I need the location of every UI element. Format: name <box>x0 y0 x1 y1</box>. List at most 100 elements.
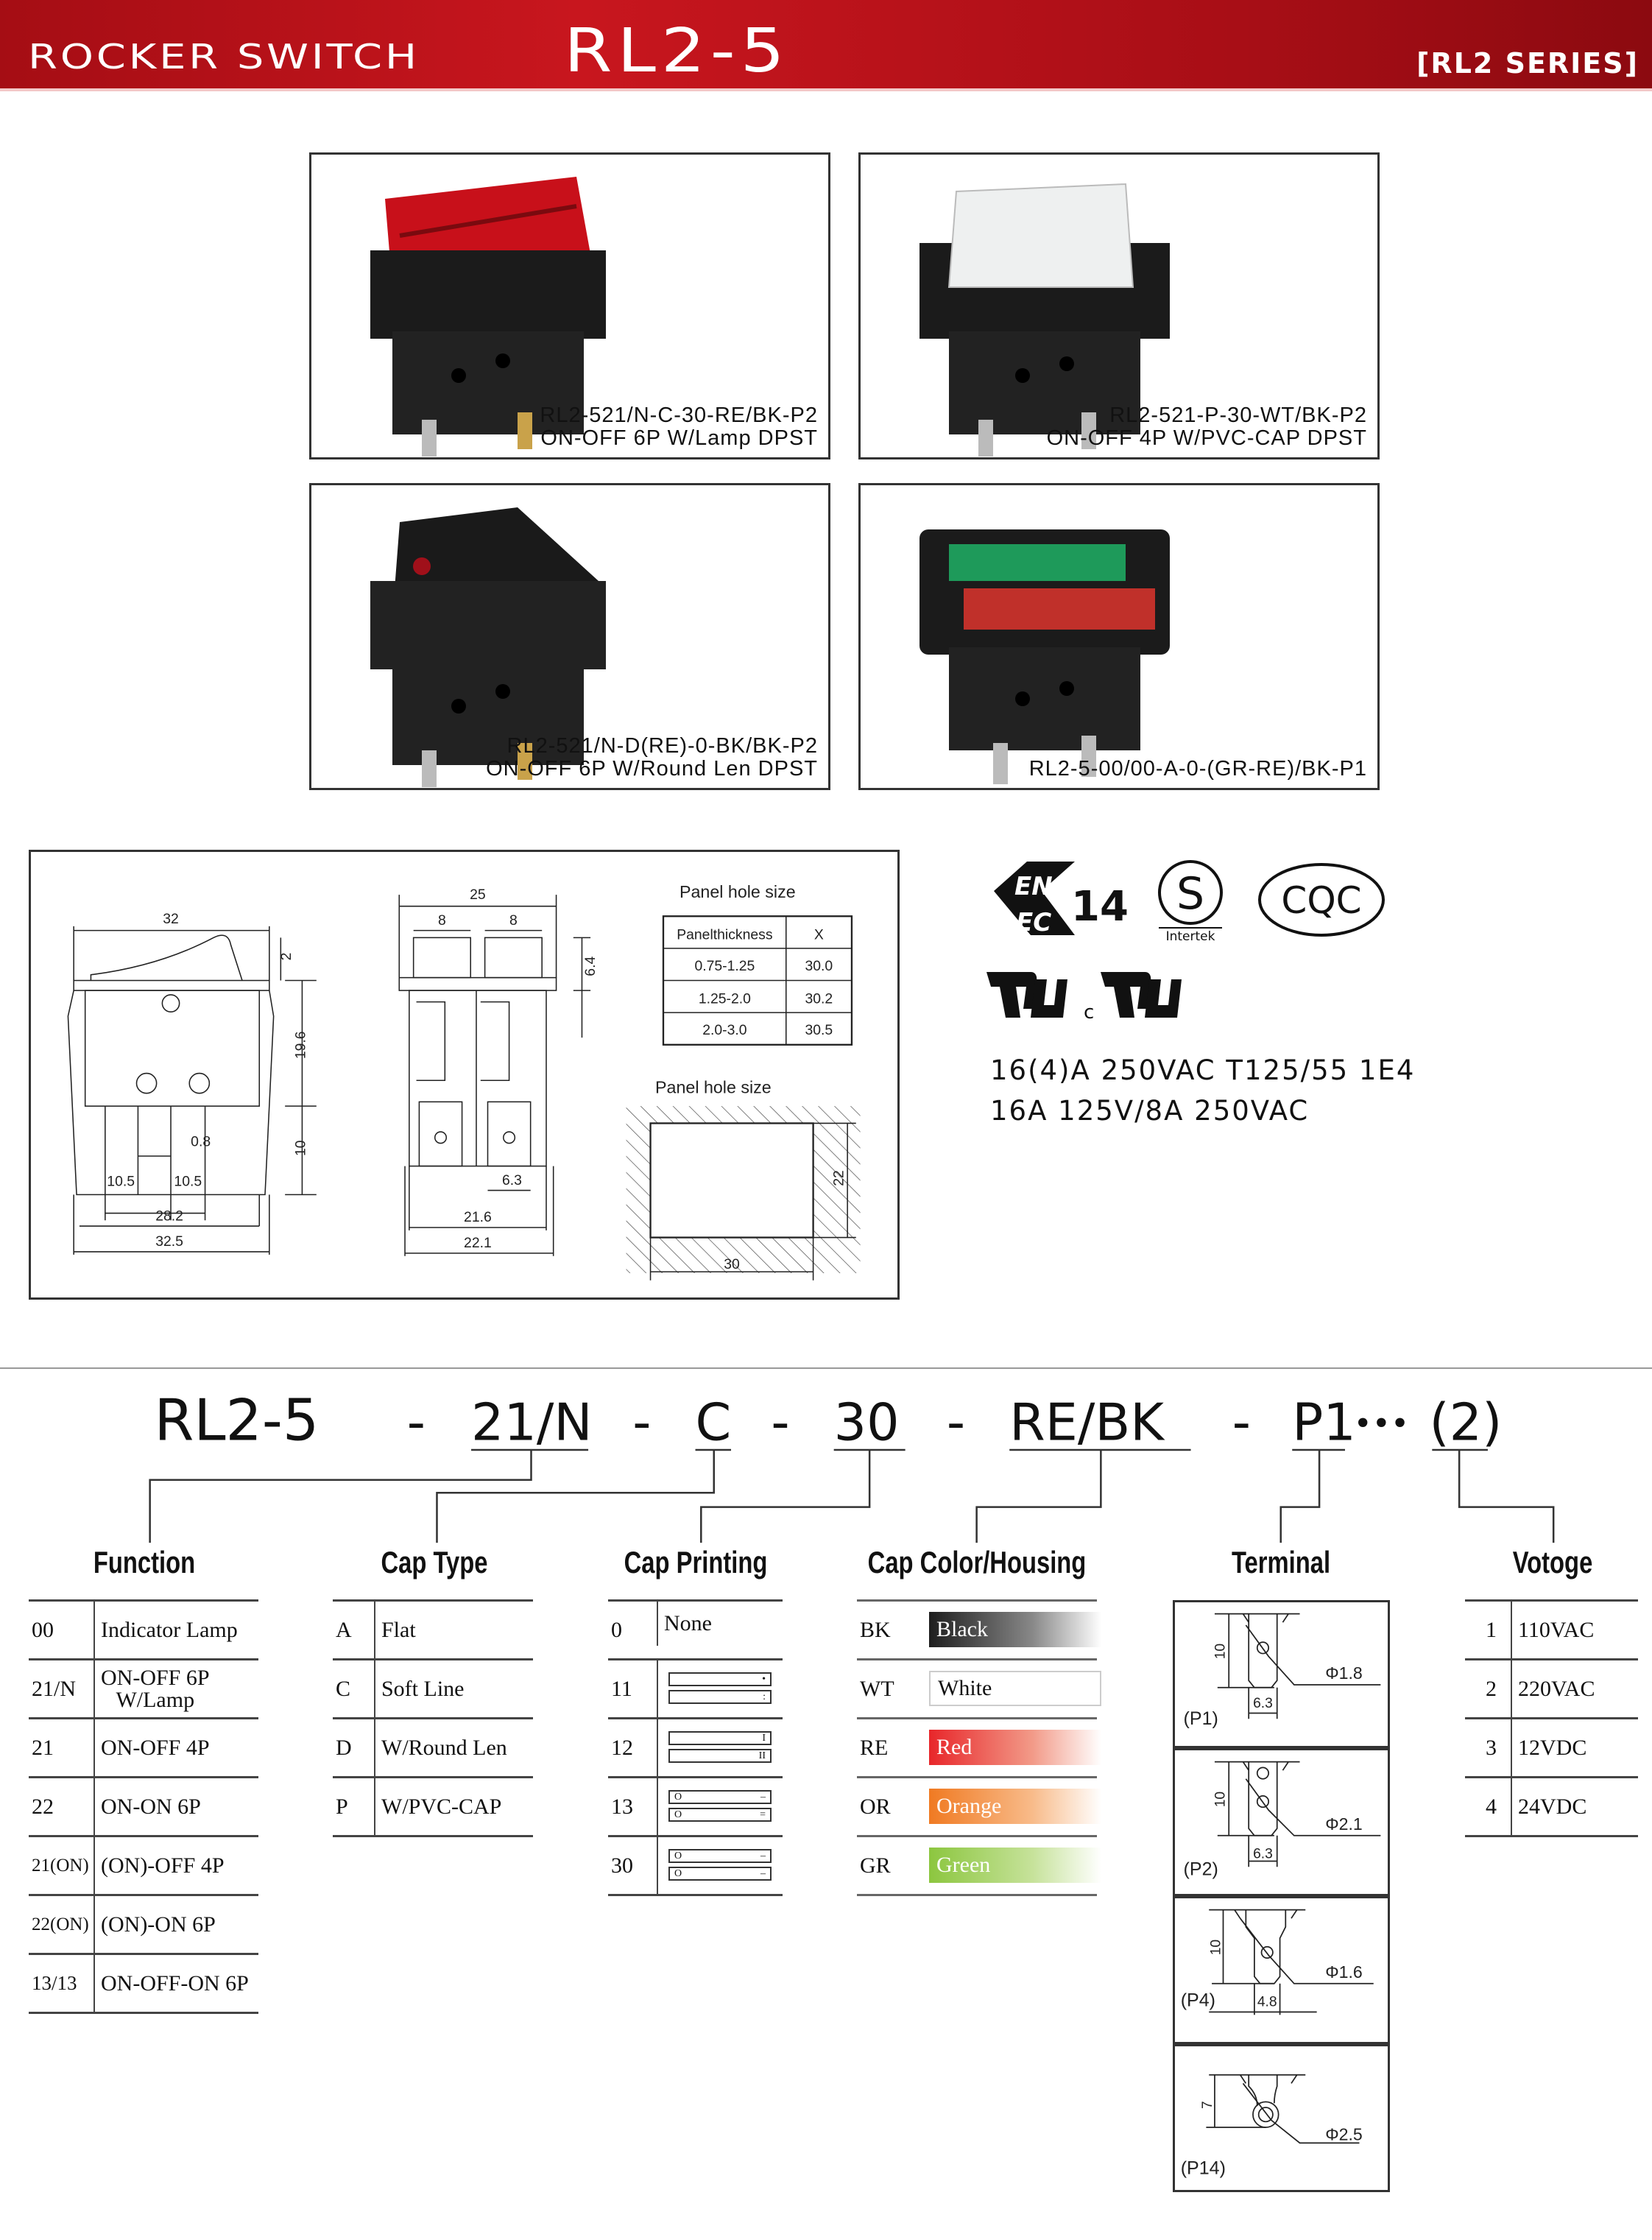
dim-body: 19.6 <box>292 1031 308 1059</box>
code: 30 <box>611 1853 633 1878</box>
description: Indicator Lamp <box>93 1602 238 1658</box>
product-card: RL2-5-00/00-A-0-(GR-RE)/BK-P1 <box>858 483 1380 790</box>
pn-function: 21/N <box>471 1392 593 1452</box>
table-cell: 1.25-2.0 <box>699 991 751 1007</box>
model-title: RL2-5 <box>564 16 790 86</box>
dim-pin-width: 0.8 <box>191 1133 211 1149</box>
pn-dots: ••• <box>1354 1406 1409 1443</box>
color-swatch-red: Red <box>929 1730 1101 1765</box>
certification-logos: EN EC 14 S Intertek CQC c <box>986 860 1385 1024</box>
section-title-function: Function <box>93 1545 196 1579</box>
rating-line: 16(4)A 250VAC T125/55 1E4 <box>990 1054 1416 1086</box>
dim-outer: 22.1 <box>464 1235 492 1251</box>
terminal-hole: Φ2.5 <box>1325 2124 1363 2144</box>
dimension-drawing: 32 2 19.6 10 0.8 10.5 10.5 28.2 32.5 25 <box>29 850 900 1300</box>
pn-dash: - <box>632 1392 651 1452</box>
color-swatch-white: White <box>929 1671 1101 1706</box>
terminal-hole: Φ1.6 <box>1325 1962 1363 1982</box>
ul-c-mark: c <box>1084 1001 1094 1024</box>
panel-thickness-table: Panel hole size Panelthickness X 0.75-1.… <box>662 882 853 1046</box>
svg-text:14: 14 <box>1071 883 1129 931</box>
table-cell: 0.75-1.25 <box>694 958 755 974</box>
print-pattern-icon: O–O= <box>657 1778 789 1835</box>
dim-pitch: 10.5 <box>174 1174 202 1190</box>
code: 11 <box>611 1676 632 1701</box>
print-pattern-icon: O–O– <box>657 1837 789 1894</box>
code: 00 <box>32 1617 54 1642</box>
dim-cap: 2 <box>278 953 294 961</box>
code: 13/13 <box>32 1972 77 1994</box>
cqc-logo: CQC <box>1258 863 1385 937</box>
pn-cap-type: C <box>696 1392 732 1452</box>
table-cell: 30.0 <box>805 958 833 974</box>
svg-text:EN: EN <box>1014 872 1053 901</box>
terminal-width: 4.8 <box>1257 1995 1277 2010</box>
table-row: WT White <box>857 1660 1101 1719</box>
code: 2 <box>1486 1676 1497 1701</box>
intertek-label: Intertek <box>1166 929 1215 944</box>
product-type-title: ROCKER SWITCH <box>28 37 420 77</box>
table-cell: 2.0-3.0 <box>702 1022 747 1038</box>
dim-outer: 32.5 <box>155 1233 183 1250</box>
description: 12VDC <box>1511 1719 1586 1776</box>
description: Flat <box>374 1602 416 1658</box>
table-cell: 30.5 <box>805 1022 833 1038</box>
section-title-terminal: Terminal <box>1231 1545 1331 1579</box>
code: 3 <box>1486 1735 1497 1760</box>
code: 13 <box>611 1794 633 1819</box>
table-header: X <box>814 926 824 943</box>
color-swatch-black: Black <box>929 1612 1101 1647</box>
section-title-voltage: Votoge <box>1512 1545 1593 1579</box>
table-row: 22(ON)(ON)-ON 6P <box>29 1896 258 1955</box>
code: 22 <box>32 1794 54 1819</box>
table-row: 21(ON)(ON)-OFF 4P <box>29 1837 258 1896</box>
code: GR <box>860 1853 891 1878</box>
pn-dash: - <box>947 1392 965 1452</box>
terminal-label: (P2) <box>1184 1859 1218 1880</box>
product-code: RL2-521/N-C-30-RE/BK-P2 <box>540 404 818 427</box>
pn-color: RE/BK <box>1009 1392 1165 1452</box>
code: WT <box>860 1676 894 1701</box>
series-label: [RL2 SERIES] <box>1416 47 1639 80</box>
rocker-switch-red-image <box>370 177 606 457</box>
enec-logo: EN EC 14 <box>994 862 1129 937</box>
product-code: RL2-5-00/00-A-0-(GR-RE)/BK-P1 <box>1028 757 1367 781</box>
dim-inner: 21.6 <box>464 1209 492 1225</box>
dim-cap-width: 8 <box>438 912 446 929</box>
product-code: RL2-521-P-30-WT/BK-P2 <box>1109 404 1367 427</box>
table-header: Panelthickness <box>677 926 772 943</box>
description: ON-OFF 6P W/Lamp <box>93 1660 210 1717</box>
code: 12 <box>611 1735 633 1760</box>
product-desc: ON-OFF 4P W/PVC-CAP DPST <box>1046 426 1367 450</box>
terminal-label: (P1) <box>1184 1708 1218 1729</box>
terminal-label: (P14) <box>1181 2158 1226 2179</box>
terminal-length: 10 <box>1212 1792 1228 1807</box>
terminal-width: 6.3 <box>1253 1847 1273 1862</box>
svg-text:EC: EC <box>1016 908 1051 937</box>
print-pattern-icon: •: <box>657 1660 789 1717</box>
description: ON-OFF 4P <box>93 1719 210 1776</box>
code: 1 <box>1486 1617 1497 1642</box>
description: (ON)-OFF 4P <box>93 1837 225 1894</box>
code: C <box>336 1676 351 1701</box>
dim-cap-width: 8 <box>509 912 518 929</box>
cqc-label: CQC <box>1281 879 1361 922</box>
